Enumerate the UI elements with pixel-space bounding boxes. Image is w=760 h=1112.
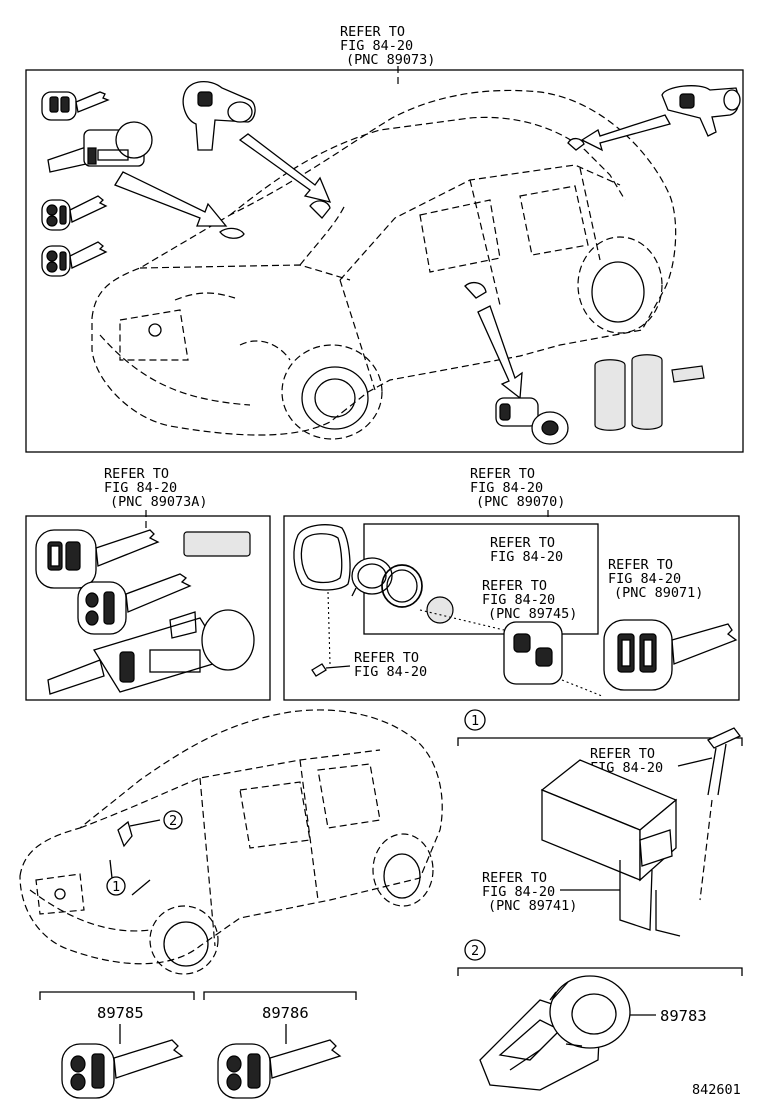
top-key-1 bbox=[41, 91, 110, 121]
bottom-car: 2 1 bbox=[19, 709, 443, 975]
mr-battery bbox=[426, 596, 454, 624]
mr-frame bbox=[283, 515, 740, 701]
callout-2-label: 2 bbox=[169, 813, 177, 829]
mr-side-line-1: REFER TO bbox=[608, 557, 673, 573]
ml-ref-line-2: FIG 84-20 bbox=[104, 480, 177, 496]
ml-transponder-chip bbox=[183, 531, 251, 557]
detail-2-marker-circle bbox=[464, 939, 486, 961]
top-key-2 bbox=[41, 195, 108, 231]
mr-dot-2 bbox=[419, 609, 505, 631]
top-car-body bbox=[91, 89, 677, 440]
d2-coil-ring bbox=[549, 975, 631, 1049]
part-number-89786: 89786 bbox=[262, 1004, 309, 1022]
mr-inner-2-line-1: REFER TO bbox=[482, 578, 547, 594]
ml-master-key bbox=[77, 573, 192, 635]
top-ref-line-3: (PNC 89073) bbox=[346, 52, 435, 68]
callout-1-leader-b bbox=[131, 879, 151, 896]
key-left-bracket bbox=[39, 991, 195, 1000]
mr-ref-line-1: REFER TO bbox=[470, 466, 535, 482]
mr-remote-key bbox=[603, 619, 738, 691]
callout-2-circle bbox=[163, 810, 183, 830]
top-arrow-ignition bbox=[114, 171, 228, 227]
top-ref-line-1: REFER TO bbox=[340, 24, 405, 40]
d1-module bbox=[540, 759, 681, 937]
top-lock-cylinder bbox=[47, 121, 153, 173]
mr-o-ring bbox=[381, 564, 423, 608]
top-key-3 bbox=[41, 241, 108, 277]
detail-1-bracket bbox=[457, 737, 743, 746]
mr-dot-3 bbox=[561, 679, 603, 697]
callout-2-leader bbox=[129, 819, 161, 827]
key-left bbox=[61, 1039, 184, 1099]
d1-module-ref-line-2: FIG 84-20 bbox=[482, 884, 555, 900]
top-frame bbox=[25, 69, 744, 453]
top-ignition-spot bbox=[219, 227, 245, 239]
detail-1-marker-label: 1 bbox=[471, 713, 479, 729]
key-right bbox=[217, 1039, 342, 1099]
ml-frame bbox=[25, 515, 271, 701]
mr-bottom-line-1: REFER TO bbox=[354, 650, 419, 666]
callout-1-circle bbox=[106, 876, 126, 896]
mr-bottom-line-2: FIG 84-20 bbox=[354, 664, 427, 680]
top-rear-latch bbox=[567, 85, 741, 152]
d1-module-ref-line-3: (PNC 89741) bbox=[488, 898, 577, 914]
mr-bulb bbox=[311, 663, 351, 677]
d1-bolt-leader bbox=[677, 757, 713, 767]
mr-inner-1-line-1: REFER TO bbox=[490, 535, 555, 551]
mr-side-line-2: FIG 84-20 bbox=[608, 571, 681, 587]
mr-battery-holder bbox=[351, 557, 393, 597]
callout-1-label: 1 bbox=[112, 879, 120, 895]
top-section: REFER TO FIG 84-20 (PNC 89073) bbox=[25, 24, 744, 453]
top-pads bbox=[594, 354, 705, 431]
ml-ref-line-1: REFER TO bbox=[104, 466, 169, 482]
top-door-lock-cylinder bbox=[464, 281, 569, 445]
mr-remote-case bbox=[293, 524, 351, 591]
part-number-89785: 89785 bbox=[97, 1004, 144, 1022]
mr-key-pad bbox=[503, 621, 563, 685]
diagram-code: 842601 bbox=[692, 1082, 741, 1098]
mr-inner-1-line-2: FIG 84-20 bbox=[490, 549, 563, 565]
ml-ref-line-3: (PNC 89073A) bbox=[110, 494, 208, 510]
d1-bolt bbox=[699, 727, 742, 901]
top-steering-lock bbox=[182, 81, 332, 219]
mr-inner-2-line-2: FIG 84-20 bbox=[482, 592, 555, 608]
mr-ref-line-2: FIG 84-20 bbox=[470, 480, 543, 496]
ml-remote-key bbox=[35, 529, 160, 589]
detail-2: 2 89783 bbox=[457, 939, 743, 1091]
detail-2-bracket bbox=[457, 967, 743, 976]
top-ref-line-2: FIG 84-20 bbox=[340, 38, 413, 54]
detail-2-marker-label: 2 bbox=[471, 943, 479, 959]
middle-right-section: REFER TO FIG 84-20 (PNC 89070) REFER TO … bbox=[283, 466, 740, 701]
d1-bolt-ref-line-1: REFER TO bbox=[590, 746, 655, 762]
bottom-keys: 89785 89786 bbox=[39, 991, 357, 1099]
mr-ref-line-3: (PNC 89070) bbox=[476, 494, 565, 510]
middle-left-section: REFER TO FIG 84-20 (PNC 89073A) bbox=[25, 466, 271, 701]
detail-1-marker-circle bbox=[464, 709, 486, 731]
bottom-car-part bbox=[117, 820, 133, 848]
key-right-bracket bbox=[203, 991, 357, 1000]
part-number-89783: 89783 bbox=[660, 1007, 707, 1025]
mr-dot-1 bbox=[327, 591, 331, 665]
mr-side-line-3: (PNC 89071) bbox=[614, 585, 703, 601]
detail-1: 1 REFER TO FIG 84-20 REFER TO FIG 84-20 … bbox=[457, 709, 743, 937]
ml-ignition-cylinder bbox=[47, 609, 255, 695]
d1-module-ref-line-1: REFER TO bbox=[482, 870, 547, 886]
mr-inner-2-line-3: (PNC 89745) bbox=[488, 606, 577, 622]
callout-1-leader bbox=[109, 859, 113, 879]
